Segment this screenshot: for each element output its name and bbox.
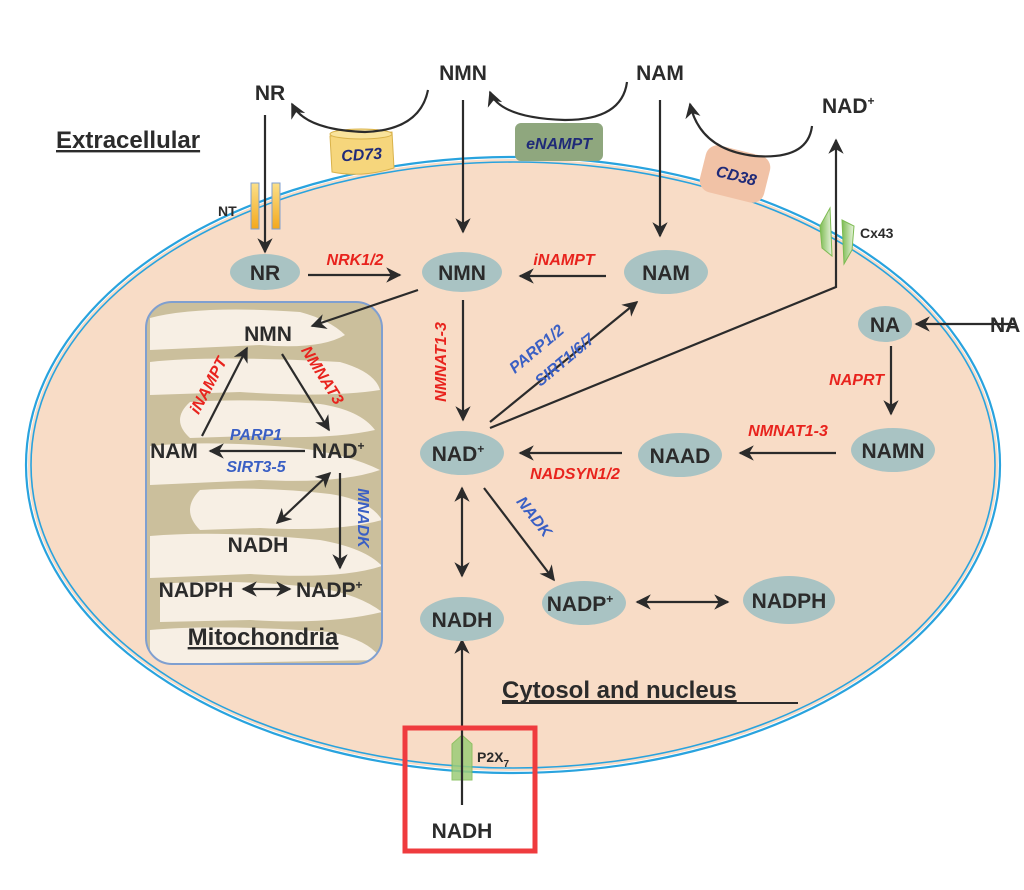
p2x7-subscript: 7 bbox=[503, 759, 509, 770]
svg-text:NAMN: NAMN bbox=[862, 440, 925, 463]
region-cytosol: Cytosol and nucleus bbox=[502, 677, 737, 704]
svg-text:NADPH: NADPH bbox=[752, 590, 827, 613]
mito-nadp: NADP bbox=[296, 579, 356, 602]
arrow-nad-efflux bbox=[489, 138, 844, 430]
enzyme-nmnat: NMNAT1-3 bbox=[433, 322, 450, 402]
enzyme-nrk: NRK1/2 bbox=[327, 252, 384, 269]
arrow-cd73-nmn-to-nr bbox=[291, 89, 430, 134]
nt-transporter: NT bbox=[218, 182, 281, 230]
svg-text:NMN: NMN bbox=[438, 262, 486, 285]
enampt-label: eNAMPT bbox=[526, 136, 593, 153]
svg-text:NAD+: NAD+ bbox=[432, 442, 485, 466]
cx43-channel: Cx43 bbox=[819, 206, 894, 266]
svg-text:NR: NR bbox=[250, 262, 280, 285]
ext-nmn: NMN bbox=[439, 62, 487, 85]
node-na: NA bbox=[858, 306, 912, 342]
node-naad: NAAD bbox=[638, 433, 722, 477]
cx43-label: Cx43 bbox=[860, 225, 894, 241]
arrow-mito-nad-nadh bbox=[275, 471, 332, 525]
svg-text:NAD+: NAD+ bbox=[312, 439, 365, 463]
ext-na: NA bbox=[990, 314, 1020, 337]
arrow-enampt-nam-to-nmn bbox=[487, 81, 629, 122]
node-nmn: NMN bbox=[422, 252, 502, 292]
svg-text:NAD+: NAD+ bbox=[822, 94, 875, 118]
enzyme-nadsyn: NADSYN1/2 bbox=[530, 466, 620, 483]
mito-nmn: NMN bbox=[244, 323, 292, 346]
highlight-box bbox=[402, 725, 538, 854]
mito-nad: NAD bbox=[312, 440, 358, 463]
nt-label: NT bbox=[218, 203, 237, 219]
arrow-nad-to-nadp bbox=[483, 487, 555, 582]
mito-nad-sup: + bbox=[358, 439, 365, 453]
arrow-nad-to-nam bbox=[489, 301, 639, 423]
ext-nad: NAD bbox=[822, 95, 868, 118]
svg-text:NADP+: NADP+ bbox=[296, 578, 363, 602]
svg-text:NAM: NAM bbox=[642, 262, 690, 285]
cell-membrane-inner bbox=[30, 161, 996, 769]
mito-nadph: NADPH bbox=[159, 579, 234, 602]
node-nadph: NADPH bbox=[743, 576, 835, 624]
p2x7-channel: P2X7 bbox=[451, 734, 509, 781]
svg-text:P2X7: P2X7 bbox=[477, 749, 509, 770]
arrow-mito-nmn-to-nad bbox=[281, 353, 330, 432]
mito-nam: NAM bbox=[150, 440, 198, 463]
pathway-arrows bbox=[201, 81, 1016, 805]
node-nadh: NADH bbox=[420, 597, 504, 641]
ext-nadh: NADH bbox=[432, 820, 493, 843]
node-nad: NAD+ bbox=[420, 431, 504, 475]
p2x7-label: P2X bbox=[477, 749, 504, 765]
arrow-nmn-to-mito bbox=[310, 288, 419, 329]
arrow-cd38-nad-to-nam bbox=[685, 102, 814, 158]
svg-text:NADH: NADH bbox=[432, 609, 493, 632]
svg-text:NADP+: NADP+ bbox=[547, 592, 614, 616]
node-nam: NAM bbox=[624, 250, 708, 294]
region-extracellular: Extracellular bbox=[56, 127, 200, 154]
cell-membrane-outer bbox=[24, 155, 1002, 775]
svg-text:NAAD: NAAD bbox=[650, 445, 711, 468]
enzyme-nmnat-na: NMNAT1-3 bbox=[748, 423, 828, 440]
mito-nadh: NADH bbox=[228, 534, 289, 557]
mito-enzyme-parp1: PARP1 bbox=[230, 427, 282, 444]
cd73-protein: CD73 bbox=[329, 128, 395, 175]
ext-nad-sup: + bbox=[868, 94, 875, 108]
arrow-mito-nam-to-nmn bbox=[201, 346, 248, 437]
mito-nadp-sup: + bbox=[356, 578, 363, 592]
enzyme-inampt: iNAMPT bbox=[533, 252, 596, 269]
cd73-label: CD73 bbox=[341, 146, 383, 166]
ext-nr: NR bbox=[255, 82, 285, 105]
cd38-protein: CD38 bbox=[699, 145, 771, 203]
mito-enzyme-mnadk: MNADK bbox=[354, 488, 371, 549]
mito-enzyme-sirt: SIRT3-5 bbox=[226, 459, 286, 476]
ext-nam: NAM bbox=[636, 62, 684, 85]
region-mitochondria: Mitochondria bbox=[188, 624, 339, 651]
enampt-protein: eNAMPT bbox=[515, 123, 603, 161]
enzyme-naprt: NAPRT bbox=[829, 372, 885, 389]
node-nadp: NADP+ bbox=[542, 581, 626, 625]
mitochondrion bbox=[145, 301, 383, 665]
node-namn: NAMN bbox=[851, 428, 935, 472]
node-nr: NR bbox=[230, 254, 300, 290]
svg-text:NA: NA bbox=[870, 314, 900, 337]
